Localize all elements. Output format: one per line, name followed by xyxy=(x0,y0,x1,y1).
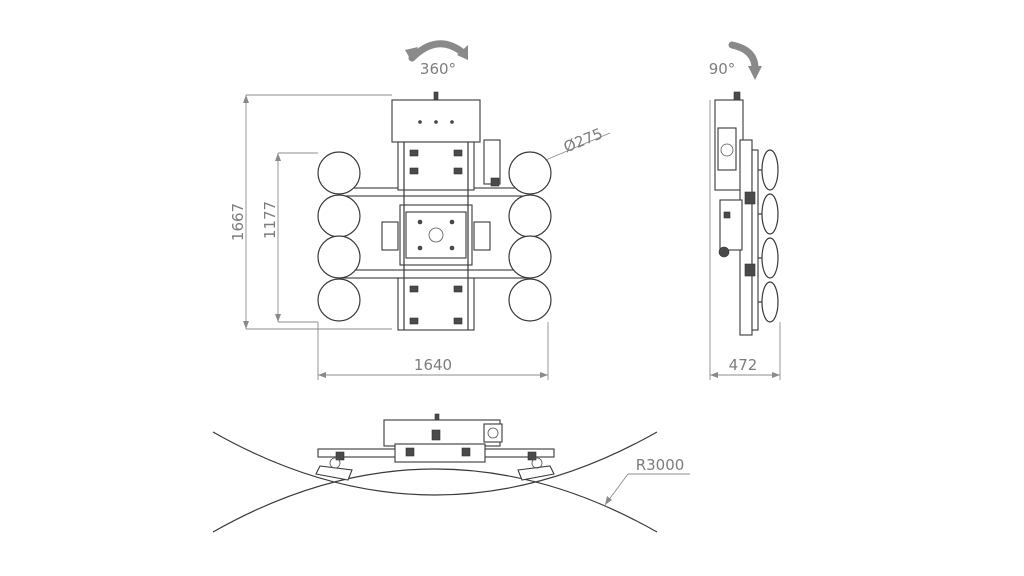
suction-cup xyxy=(315,465,353,481)
dim-275-label: Ø275 xyxy=(561,124,605,156)
suction-cup xyxy=(508,235,552,279)
suction-cups-bottom xyxy=(315,457,555,481)
front-view: 360° 1667 1177 1640 xyxy=(229,40,611,380)
suction-cup xyxy=(317,151,361,195)
lifter-body-front xyxy=(381,91,501,331)
suction-cup xyxy=(317,278,361,322)
rotation-360-arrow-icon xyxy=(405,40,468,62)
dim-r3000-label: R3000 xyxy=(636,456,685,474)
suction-cup xyxy=(317,194,361,238)
crossbar-lower xyxy=(339,269,531,279)
dim-472-label: 472 xyxy=(729,356,758,374)
suction-cup xyxy=(508,194,552,238)
dim-1177-label: 1177 xyxy=(261,201,279,239)
suction-cup xyxy=(508,151,552,195)
suction-cup xyxy=(317,235,361,279)
dim-1667-line xyxy=(243,94,392,330)
side-view: 90° 472 xyxy=(709,41,781,380)
suction-cup xyxy=(508,278,552,322)
dim-1667-label: 1667 xyxy=(229,203,247,241)
suction-cup xyxy=(761,149,779,191)
rotation-90-arrow-icon xyxy=(728,41,762,80)
curved-panel-lower xyxy=(212,468,658,533)
rotation-360-label: 360° xyxy=(420,60,456,78)
curved-panel-upper xyxy=(212,431,658,496)
lifter-body-side xyxy=(714,91,759,336)
dim-1640-line xyxy=(317,322,549,380)
suction-cups-side xyxy=(758,149,779,323)
lifter-body-bottom xyxy=(317,413,555,463)
dim-1177-line xyxy=(275,152,318,323)
dim-472-line xyxy=(709,100,781,380)
suction-cup xyxy=(761,281,779,323)
rotation-90-label: 90° xyxy=(709,60,736,78)
suction-cup xyxy=(761,193,779,235)
suction-cups-front xyxy=(317,151,552,322)
bottom-view: R3000 xyxy=(212,413,690,533)
dim-1640-label: 1640 xyxy=(414,356,452,374)
suction-cup xyxy=(761,237,779,279)
